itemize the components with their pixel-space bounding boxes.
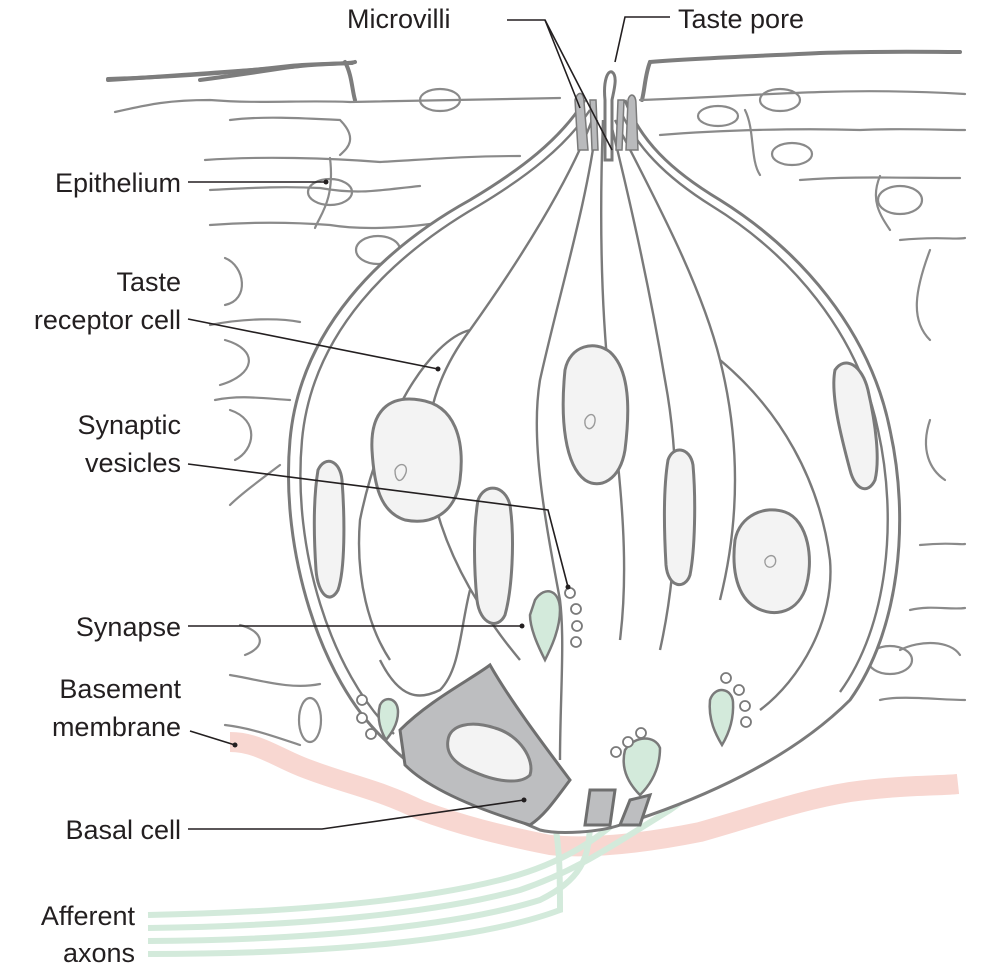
label-microvilli: Microvilli xyxy=(347,4,451,34)
basement-membrane xyxy=(229,732,960,857)
label-taste-pore: Taste pore xyxy=(678,4,804,34)
label-epithelium: Epithelium xyxy=(55,168,181,198)
label-afferent-axons-2: axons xyxy=(63,938,135,968)
label-basal-cell: Basal cell xyxy=(65,815,181,845)
label-taste-receptor-cell-2: receptor cell xyxy=(34,305,181,335)
nucleus-group xyxy=(312,344,879,625)
label-afferent-axons-1: Afferent xyxy=(41,901,136,931)
label-basement-membrane-2: membrane xyxy=(52,712,181,742)
label-synaptic-vesicles-2: vesicles xyxy=(85,448,181,478)
label-synaptic-vesicles-1: Synaptic xyxy=(77,410,181,440)
epithelium-cells xyxy=(106,49,967,747)
label-synapse: Synapse xyxy=(76,612,181,642)
synaptic-vesicles xyxy=(356,587,752,758)
leader-lines xyxy=(187,16,670,830)
label-taste-receptor-cell-1: Taste xyxy=(116,267,181,297)
taste-bud xyxy=(286,70,902,834)
label-basement-membrane-1: Basement xyxy=(59,674,181,704)
